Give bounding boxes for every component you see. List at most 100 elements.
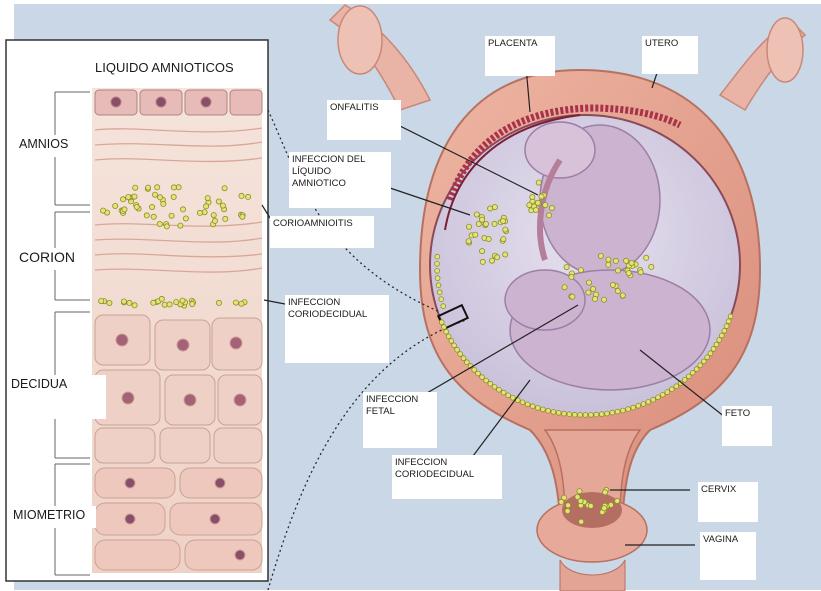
bacterium xyxy=(592,296,597,301)
bacterium xyxy=(169,213,174,218)
bacterium xyxy=(146,185,151,190)
bacterium xyxy=(698,363,703,368)
bacterium xyxy=(605,411,610,416)
bacterium xyxy=(444,329,449,334)
bacterium xyxy=(435,276,440,281)
bacterium xyxy=(488,381,493,386)
label-infeccion-fetal: INFECCION FETAL xyxy=(363,392,437,448)
bacterium xyxy=(483,221,488,226)
bacterium xyxy=(615,409,620,414)
bacterium xyxy=(171,194,176,199)
bacterium xyxy=(598,253,603,258)
bacterium xyxy=(722,328,727,333)
bacterium xyxy=(586,280,591,285)
bacterium xyxy=(565,509,570,514)
amnios-cells xyxy=(95,90,262,115)
bacterium xyxy=(535,200,540,205)
bacterium xyxy=(566,503,571,508)
bacterium xyxy=(212,218,217,223)
bacterium xyxy=(476,371,481,376)
panel-title: LIQUIDO AMNIOTICOS xyxy=(92,58,262,78)
bacterium xyxy=(167,302,172,307)
bacterium xyxy=(641,402,646,407)
bacterium xyxy=(562,285,567,290)
bacterium xyxy=(144,213,149,218)
bacterium xyxy=(567,412,572,417)
bacterium xyxy=(480,259,485,264)
bacterium xyxy=(588,503,593,508)
bacterium xyxy=(577,489,582,494)
bacterium xyxy=(506,393,511,398)
bacterium xyxy=(121,299,126,304)
bacterium xyxy=(222,186,227,191)
bacterium xyxy=(610,282,615,287)
bacterium xyxy=(535,406,540,411)
bacterium xyxy=(190,301,195,306)
bacterium xyxy=(476,221,481,226)
bacterium xyxy=(606,257,611,262)
bacterium xyxy=(442,325,447,330)
bacterium xyxy=(572,412,577,417)
bacterium xyxy=(569,274,574,279)
bacterium xyxy=(714,342,719,347)
bacterium xyxy=(651,397,656,402)
bacterium xyxy=(180,298,185,303)
bacterium xyxy=(99,299,104,304)
label-amnios: AMNIOS xyxy=(16,135,86,157)
bacterium xyxy=(644,255,649,260)
bacterium xyxy=(439,320,444,325)
bacterium xyxy=(466,239,471,244)
decidua-cells xyxy=(95,315,262,463)
bacterium xyxy=(636,403,641,408)
bacterium xyxy=(233,300,238,305)
bacterium xyxy=(157,221,162,226)
bacterium xyxy=(197,210,202,215)
bacterium xyxy=(503,227,508,232)
bacterium xyxy=(465,360,470,365)
bacterium xyxy=(162,302,167,307)
bacterium xyxy=(578,268,583,273)
bacterium xyxy=(435,261,440,266)
bacterium xyxy=(626,407,631,412)
bacterium xyxy=(133,185,138,190)
bacterium xyxy=(624,258,629,263)
bacterium xyxy=(458,352,463,357)
bacterium xyxy=(239,301,244,306)
bacterium xyxy=(638,270,643,275)
bacterium xyxy=(719,333,724,338)
label-utero: UTERO xyxy=(642,36,698,74)
bacterium xyxy=(220,203,225,208)
bacterium xyxy=(726,319,731,324)
bacterium xyxy=(480,375,485,380)
bacterium xyxy=(708,351,713,356)
bacterium xyxy=(610,410,615,415)
bacterium xyxy=(171,185,176,190)
label-cervix: CERVIX xyxy=(698,482,758,522)
bacterium xyxy=(455,347,460,352)
label-infeccion-coriodecidual-1: INFECCION CORIODECIDUAL xyxy=(285,295,389,363)
bacterium xyxy=(492,384,497,389)
bacterium xyxy=(466,224,471,229)
bacterium xyxy=(449,339,454,344)
bacterium xyxy=(132,194,137,199)
bacterium xyxy=(501,218,506,223)
bacterium xyxy=(439,297,444,302)
bacterium xyxy=(480,249,485,254)
bacterium xyxy=(620,293,625,298)
bacterium xyxy=(594,412,599,417)
bacterium xyxy=(501,237,506,242)
bacterium xyxy=(586,290,591,295)
bacterium xyxy=(674,384,679,389)
bacterium xyxy=(151,214,156,219)
bacterium xyxy=(151,300,156,305)
bacterium xyxy=(601,297,606,302)
bacterium xyxy=(161,201,166,206)
bacterium xyxy=(246,194,251,199)
bacterium xyxy=(525,402,530,407)
bacterium xyxy=(205,196,210,201)
bacterium xyxy=(562,411,567,416)
bacterium xyxy=(564,265,569,270)
bacterium xyxy=(159,296,164,301)
bacterium xyxy=(204,204,209,209)
label-infeccion-liquido: INFECCION DEL LÍQUIDO AMNIOTICO xyxy=(289,152,391,208)
